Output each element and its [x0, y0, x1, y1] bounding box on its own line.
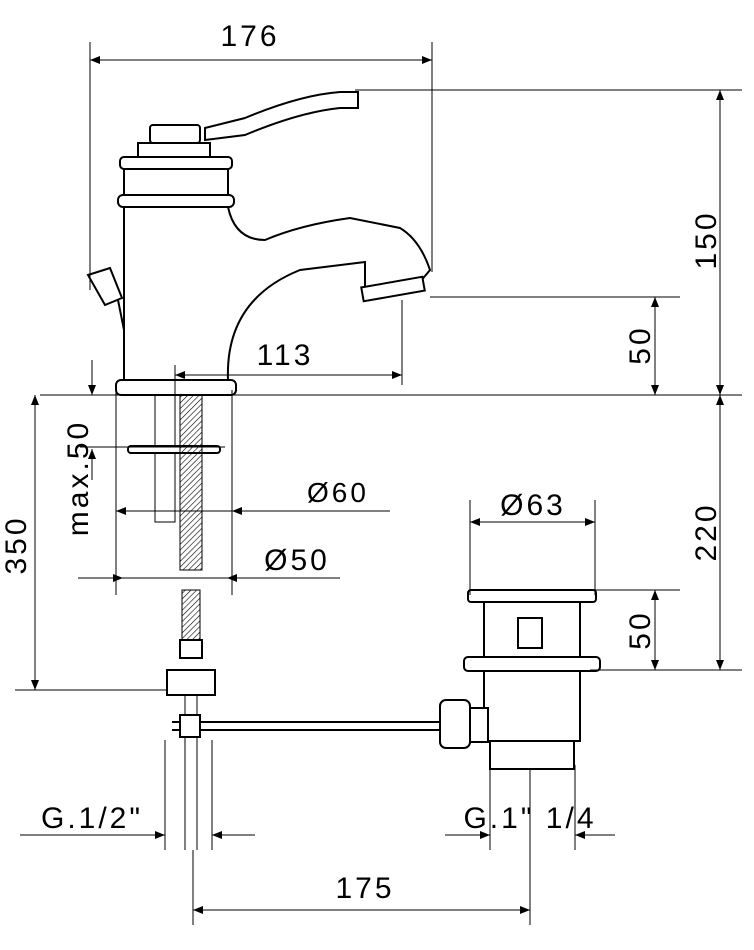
dim-d63: Ø63	[500, 489, 566, 522]
dim-113: 113	[257, 339, 314, 372]
dim-d60: Ø60	[307, 477, 369, 508]
dim-50-drain: 50	[624, 610, 657, 649]
dim-50-spout: 50	[624, 325, 657, 364]
waste-drain	[439, 589, 601, 770]
dim-g-half: G.1/2"	[41, 802, 143, 835]
dim-220: 220	[690, 502, 723, 561]
fixing-assembly	[127, 394, 440, 850]
handle-cap	[149, 124, 201, 144]
pop-up-lever	[86, 266, 124, 307]
dimension-lines	[15, 42, 742, 925]
dim-176: 176	[220, 20, 279, 53]
spout	[123, 206, 432, 381]
faucet	[86, 91, 432, 396]
dim-max-50: max.50	[62, 420, 95, 536]
dim-175: 175	[335, 872, 394, 905]
dim-150: 150	[690, 210, 723, 269]
lever-handle	[204, 91, 359, 142]
dim-350: 350	[0, 515, 33, 574]
dim-d50: Ø50	[264, 544, 330, 577]
base-flange	[115, 379, 237, 396]
dim-g-1-quarter: G.1" 1/4	[463, 802, 596, 835]
